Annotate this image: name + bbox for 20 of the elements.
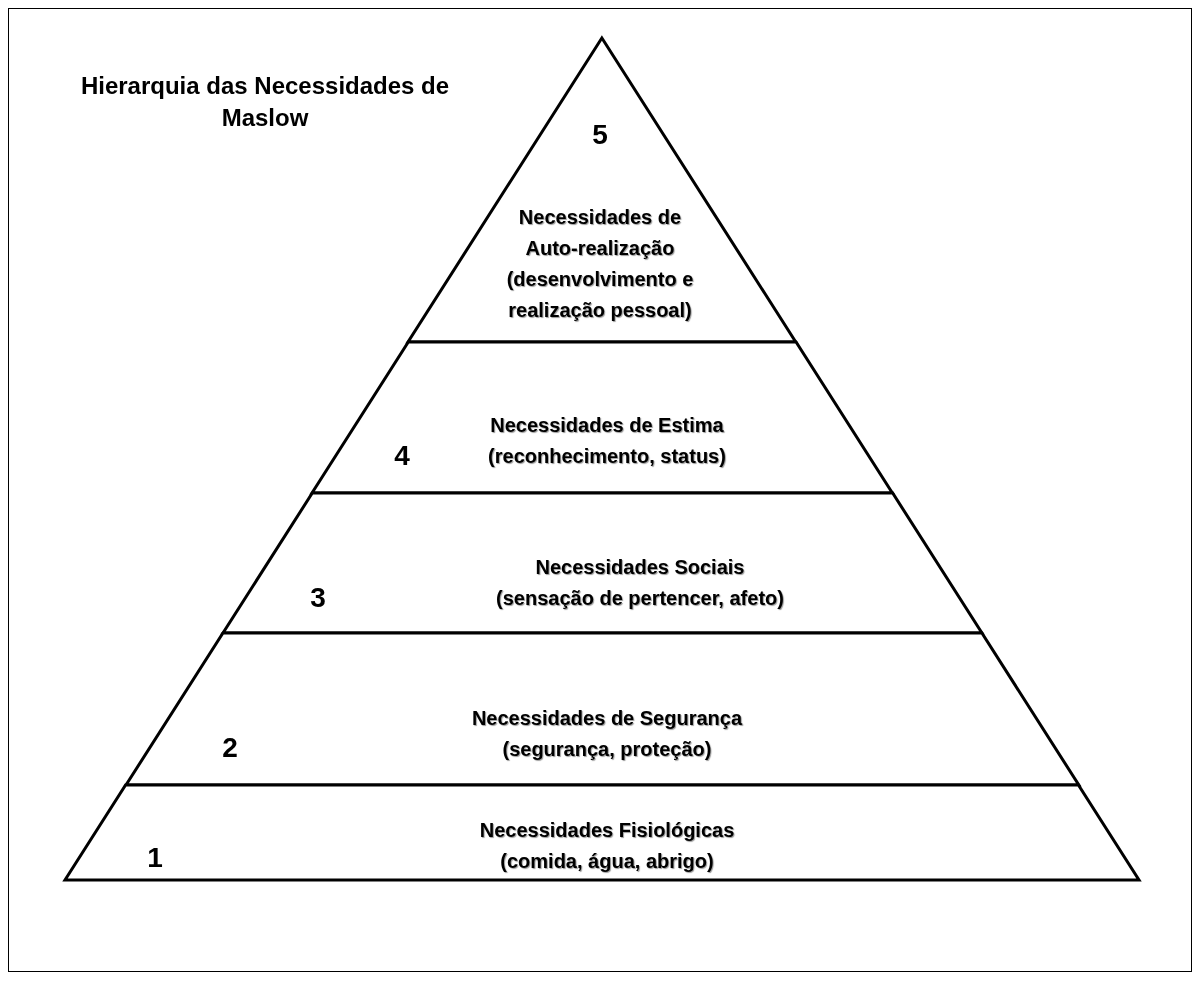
title: Hierarquia das Necessidades de Maslow <box>79 71 451 133</box>
level-number: 2 <box>221 732 239 764</box>
level-heading: Necessidades de Auto-realização <box>517 205 683 261</box>
pyramid-level <box>311 342 893 493</box>
level-number: 5 <box>591 119 609 151</box>
level-number: 1 <box>146 842 164 874</box>
pyramid-level <box>222 493 982 633</box>
pyramid-level <box>65 785 1139 880</box>
level-number: 4 <box>393 440 411 472</box>
level-number: 3 <box>309 582 327 614</box>
level-heading: Necessidades de Estima <box>489 413 725 438</box>
level-description: (reconhecimento, status) <box>487 444 727 469</box>
level-heading: Necessidades Sociais <box>534 555 746 580</box>
level-description: (comida, água, abrigo) <box>499 849 715 874</box>
level-heading: Necessidades de Segurança <box>470 706 744 731</box>
level-description: (desenvolvimento e realização pessoal) <box>505 267 695 323</box>
level-description: (segurança, proteção) <box>501 737 713 762</box>
pyramid-level <box>125 633 1079 785</box>
level-description: (sensação de pertencer, afeto) <box>495 586 785 611</box>
level-heading: Necessidades Fisiológicas <box>478 818 736 843</box>
